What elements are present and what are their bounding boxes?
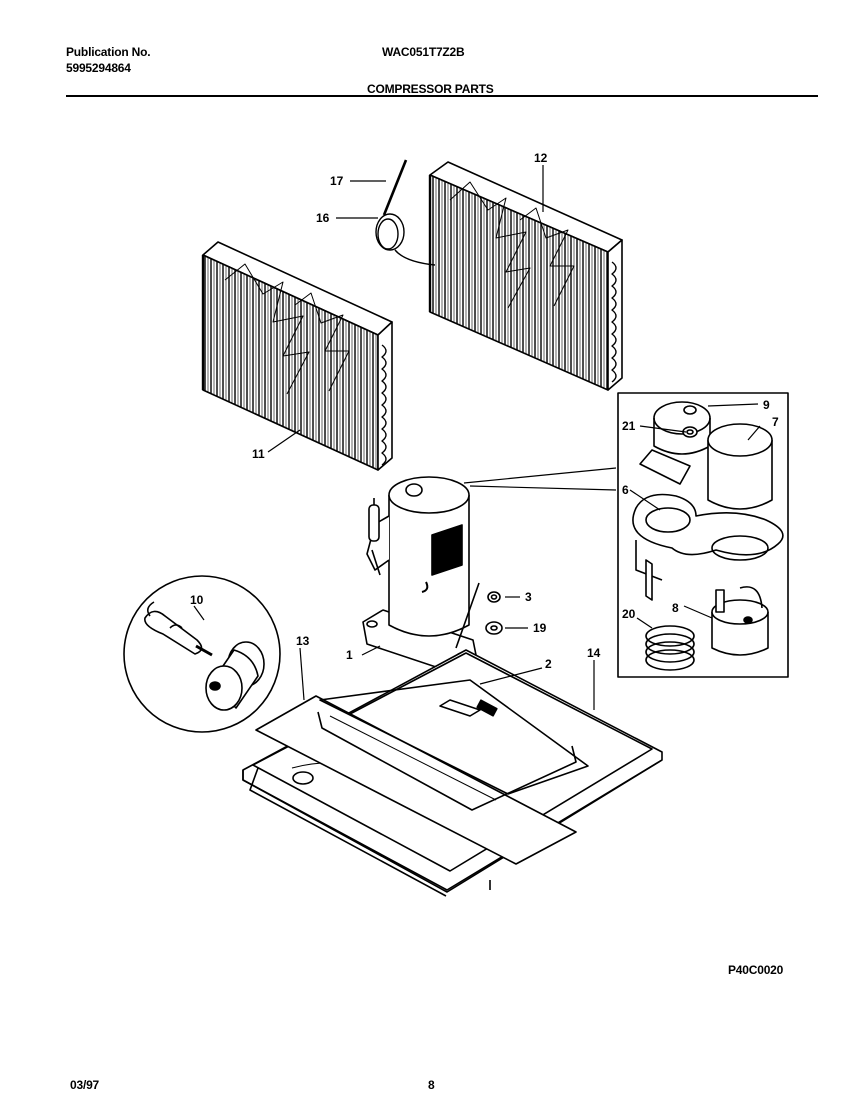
callout-20: 20 bbox=[622, 607, 636, 621]
callout-2: 2 bbox=[545, 657, 552, 671]
callout-14: 14 bbox=[587, 646, 601, 660]
callout-7: 7 bbox=[772, 415, 779, 429]
callout-6: 6 bbox=[622, 483, 629, 497]
condenser-coil bbox=[428, 161, 623, 391]
overload-protector-detail bbox=[123, 575, 281, 733]
page-number: 8 bbox=[428, 1078, 435, 1092]
footer-date: 03/97 bbox=[70, 1078, 100, 1092]
model-number: WAC051T7Z2B bbox=[382, 45, 465, 59]
callout-3a: 3 bbox=[525, 590, 532, 604]
compressor bbox=[366, 476, 480, 649]
callout-17: 17 bbox=[330, 174, 344, 188]
callout-10: 10 bbox=[190, 593, 204, 607]
callout-11: 11 bbox=[252, 447, 265, 461]
grommet-and-washer bbox=[485, 591, 503, 635]
callout-labels: 17 16 12 11 9 21 7 6 20 8 10 3 19 13 1 2… bbox=[190, 151, 779, 671]
base-pan-insulation bbox=[255, 679, 589, 865]
callout-21: 21 bbox=[622, 419, 636, 433]
callout-12: 12 bbox=[534, 151, 548, 165]
callout-19: 19 bbox=[533, 621, 547, 635]
publication-label: Publication No. bbox=[66, 45, 151, 59]
section-title: COMPRESSOR PARTS bbox=[367, 82, 494, 96]
publication-number: 5995294864 bbox=[66, 61, 131, 75]
callout-1: 1 bbox=[346, 648, 353, 662]
evaporator-coil bbox=[201, 241, 393, 471]
header-rule bbox=[66, 95, 818, 97]
callout-9: 9 bbox=[763, 398, 770, 412]
capacitor-detail bbox=[617, 392, 789, 678]
callout-8: 8 bbox=[672, 601, 679, 615]
callout-13: 13 bbox=[296, 634, 310, 648]
capillary-tube-assembly bbox=[375, 159, 436, 266]
leader-lines bbox=[193, 165, 761, 710]
figure-code: P40C0020 bbox=[728, 963, 784, 977]
callout-16: 16 bbox=[316, 211, 330, 225]
